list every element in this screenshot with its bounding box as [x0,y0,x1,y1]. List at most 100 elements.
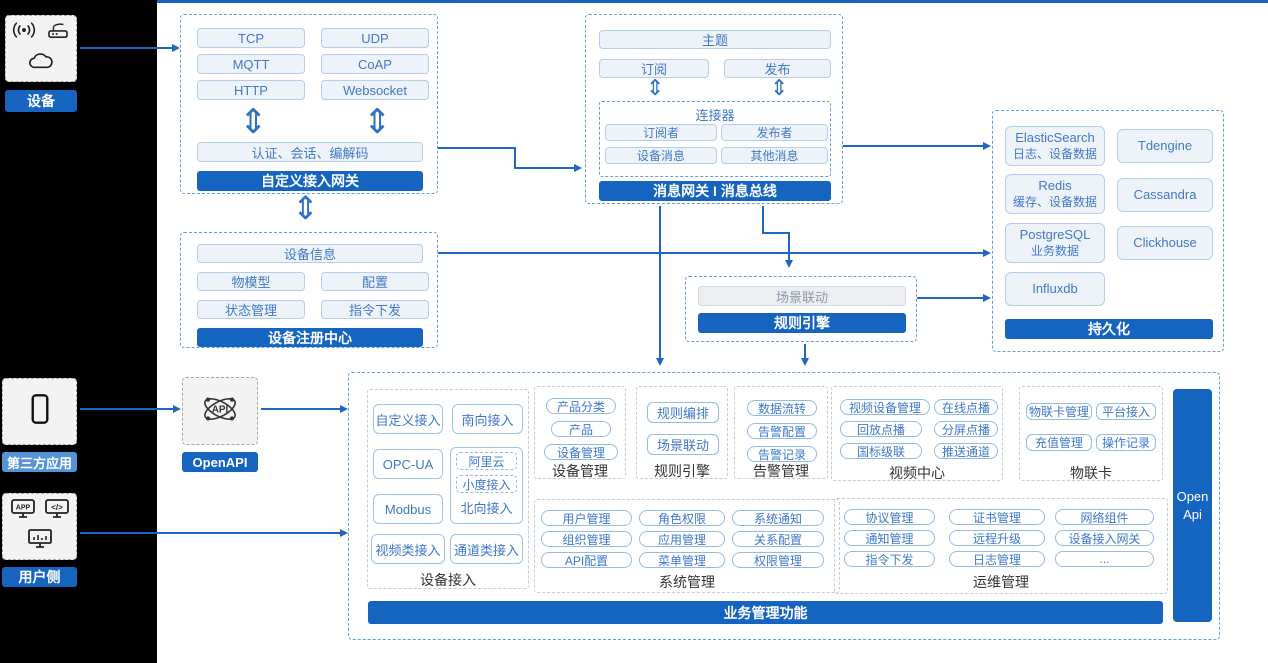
third-party-box [2,378,77,445]
pill-video-access: 视频类接入 [371,534,445,564]
pill-menu-mgmt: 菜单管理 [639,552,725,568]
arrow-registry-to-persistence [438,252,985,254]
pill-cert-mgmt: 证书管理 [949,509,1045,525]
pill-playback: 回放点播 [840,421,922,437]
arrowhead [172,44,180,52]
pill-log-mgmt: 日志管理 [949,551,1045,567]
pill-command-send: 指令下发 [844,551,935,567]
northbound-access-label: 北向接入 [460,501,513,516]
db-elasticsearch: ElasticSearch 日志、设备数据 [1005,126,1105,166]
pill-app-mgmt: 应用管理 [639,531,725,547]
arrow-rule-to-persistence [917,297,985,299]
pill-remote-upgrade: 远程升级 [949,530,1045,546]
section-ops-mgmt: 协议管理 证书管理 网络组件 通知管理 远程升级 设备接入网关 指令下发 日志管… [834,498,1168,594]
arrow-rule-to-business [804,344,806,360]
svg-text:API: API [212,404,229,415]
double-arrow-icon: ⇕ [363,102,392,142]
arrow-bus-to-rule-seg2 [762,232,790,234]
db-cassandra: Cassandra [1117,178,1213,212]
double-arrow-icon: ⇕ [239,102,268,142]
pill-data-flow: 数据流转 [747,400,817,416]
code-icon: </> [44,498,69,524]
pill-operation-record: 操作记录 [1096,434,1156,451]
pill-recharge-mgmt: 充值管理 [1026,434,1092,451]
pill-protocol-mgmt: 协议管理 [844,509,935,525]
arrowhead [656,358,664,366]
third-party-label: 第三方应用 [2,452,77,472]
pill-notice-mgmt: 通知管理 [844,530,935,546]
persistence-bar: 持久化 [1005,319,1213,339]
pill-publisher: 发布者 [721,124,828,141]
ops-mgmt-title: 运维管理 [973,574,1029,590]
arrow-bus-to-persistence [843,145,985,147]
pill-aliyun: 阿里云 [456,452,517,470]
arrow-gateway-to-bus-seg1 [438,147,516,149]
arrowhead [983,249,991,257]
rule-engine-bar: 规则引擎 [698,313,906,333]
pill-topic: 主题 [599,30,831,49]
pill-custom-access: 自定义接入 [373,404,443,434]
device-mgmt-title: 设备管理 [552,463,608,479]
pill-device-access-gateway: 设备接入网关 [1055,530,1154,546]
user-side-label: 用户侧 [2,567,77,587]
arrow-bus-to-business [659,206,661,360]
pill-gb-cascade: 国标级联 [840,443,922,459]
arrow-gateway-to-bus-seg2 [514,147,516,169]
pill-api-config: API配置 [541,552,632,568]
business-box: 自定义接入 南向接入 OPC-UA 阿里云 小度接入 北向接入 Modbus 视… [348,372,1220,640]
arrowhead [801,358,809,366]
arrowhead [340,529,348,537]
pill-product-category: 产品分类 [546,398,616,414]
phone-icon [30,393,50,430]
pill-other-message: 其他消息 [721,147,828,164]
top-accent-line [157,0,1268,3]
pill-role-permission: 角色权限 [639,510,725,526]
rule-engine-box: 场景联动 规则引擎 [685,276,917,342]
arrow-thirdparty-to-openapi [80,408,175,410]
pill-southbound-access: 南向接入 [452,404,523,434]
api-network-icon: API [197,388,243,435]
openapi-label: OpenAPI [182,452,258,472]
pill-online-play: 在线点播 [934,399,998,415]
pill-xiaodu-access: 小度接入 [456,475,517,493]
pill-thing-model: 物模型 [197,272,305,291]
pill-video-device-mgmt: 视频设备管理 [840,399,930,415]
pill-scene-linkage-biz: 场景联动 [647,434,719,455]
pill-iot-card-mgmt: 物联卡管理 [1026,403,1092,420]
pill-modbus: Modbus [373,494,443,524]
double-arrow-icon: ⇕ [770,76,789,101]
arrow-bus-to-rule-seg1 [762,206,764,234]
arrow-device-to-gateway [80,47,174,49]
pill-config: 配置 [321,272,429,291]
iot-card-title: 物联卡 [1070,465,1112,481]
pill-channel-access: 通道类接入 [450,534,523,564]
device-access-title: 设备接入 [420,572,476,588]
arrow-openapi-to-business [261,408,342,410]
pill-device-info: 设备信息 [197,244,423,263]
pill-device-message: 设备消息 [605,147,717,164]
custom-gateway-bar: 自定义接入网关 [197,171,423,191]
pill-permission-mgmt: 权限管理 [732,552,824,568]
business-functions-bar: 业务管理功能 [368,601,1163,624]
app-icon: APP [10,498,35,524]
arrow-gateway-to-bus-seg3 [514,167,576,169]
pill-relation-config: 关系配置 [732,531,824,547]
arrowhead [173,405,181,413]
router-icon [46,21,70,44]
user-side-box: APP </> [2,493,77,560]
svg-text:</>: </> [51,503,63,512]
pill-publish: 发布 [724,59,831,78]
pill-platform-access: 平台接入 [1096,403,1156,420]
pill-mqtt: MQTT [197,54,305,74]
double-arrow-icon: ⇕ [292,189,319,227]
pill-push-channel: 推送通道 [934,443,998,459]
video-center-title: 视频中心 [889,465,945,481]
device-source-label: 设备 [5,90,77,112]
cloud-icon [27,51,55,76]
alarm-mgmt-title: 告警管理 [753,463,809,479]
db-clickhouse: Clickhouse [1117,226,1213,260]
pill-status-mgmt: 状态管理 [197,300,305,319]
pill-coap: CoAP [321,54,429,74]
section-device-mgmt: 产品分类 产品 设备管理 设备管理 [534,386,626,479]
